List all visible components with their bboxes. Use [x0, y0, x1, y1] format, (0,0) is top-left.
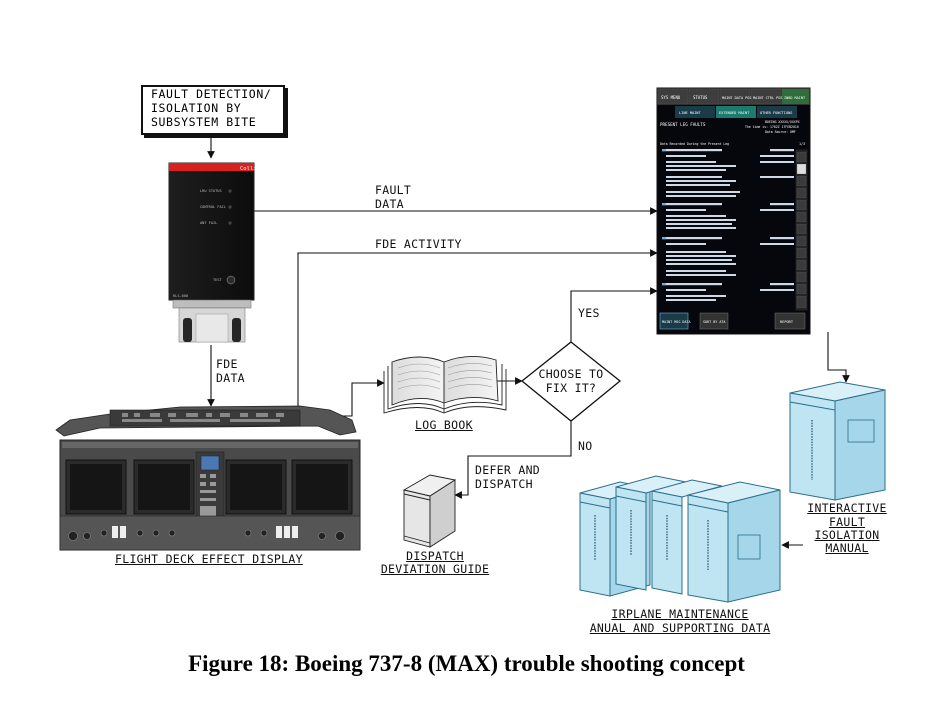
flight-deck-label: FLIGHT DECK EFFECT DISPLAY — [115, 552, 303, 566]
dispatch-arrow-label: DISPATCH — [475, 477, 533, 491]
lru-unit: Collins LRU STATUS CONTROL FAIL ANT FAIL… — [168, 162, 263, 343]
maintenance-manuals-icon — [579, 475, 781, 603]
amm-line-1: IRPLANE MAINTENANCE — [611, 607, 749, 621]
fde-activity-label: FDE ACTIVITY — [375, 237, 462, 251]
svg-text:SORT BY ATA: SORT BY ATA — [703, 320, 725, 324]
fim-manual-icon — [789, 381, 886, 501]
fde-label: FDE — [216, 357, 238, 371]
subtab-line-maint[interactable] — [675, 106, 715, 118]
tab-maint-data[interactable] — [719, 88, 751, 105]
fdi-line-3: SUBSYSTEM BITE — [151, 115, 257, 129]
svg-text:STATUS: STATUS — [693, 95, 708, 100]
defer-label: DEFER AND — [475, 463, 541, 477]
tab-inbd-maint[interactable] — [781, 88, 810, 105]
fdi-line-1: FAULT DETECTION/ — [151, 87, 272, 101]
svg-text:SYS MENU: SYS MENU — [661, 95, 681, 100]
arrow-to-logbook — [340, 379, 385, 417]
arrow-fde-activity — [297, 249, 658, 410]
arrow-yes — [570, 287, 658, 342]
no-label: NO — [578, 439, 593, 453]
decision-line-1: CHOOSE TO — [538, 367, 604, 381]
report-button[interactable] — [774, 312, 806, 330]
flight-deck-displays — [65, 459, 353, 515]
maint-msg-data-button[interactable] — [659, 312, 689, 330]
fim-line-4: MANUAL — [825, 541, 869, 555]
decision-line-2: FIX IT? — [545, 381, 597, 395]
svg-text:Data Source: OMF: Data Source: OMF — [765, 130, 796, 134]
svg-text:BOEING XXXXX/XXXPX: BOEING XXXXX/XXXPX — [765, 120, 800, 124]
ddg-line-2: DEVIATION GUIDE — [380, 562, 490, 576]
arrow-screen-to-fim — [827, 332, 850, 383]
lru-item-2: CONTROL FAIL — [200, 205, 226, 209]
svg-text:OTHER FUNCTIONS: OTHER FUNCTIONS — [760, 111, 792, 115]
tab-sys-menu[interactable] — [657, 88, 689, 105]
lru-brand: Collins — [240, 166, 263, 172]
tab-status[interactable] — [688, 88, 720, 105]
fault-label: FAULT — [375, 183, 412, 197]
lru-item-3: ANT FAIL — [200, 221, 217, 225]
svg-text:Data Recorded During the Prese: Data Recorded During the Present Leg — [660, 142, 729, 146]
sort-by-ata-button[interactable] — [699, 312, 729, 330]
subtab-extended-maint[interactable] — [716, 106, 756, 118]
lru-red-band — [169, 163, 254, 171]
binder-icon — [402, 474, 457, 548]
svg-text:1/3: 1/3 — [799, 142, 805, 146]
tab-maint-ctrl[interactable] — [750, 88, 782, 105]
arrow-no — [454, 421, 572, 499]
decision-diamond — [520, 341, 622, 422]
svg-text:EXTENDED MAINT: EXTENDED MAINT — [719, 111, 750, 115]
fde-data-label: DATA — [216, 371, 245, 385]
svg-text:INBD MAINT: INBD MAINT — [784, 96, 806, 100]
svg-text:The time is: 1702Z 17FEB2016: The time is: 1702Z 17FEB2016 — [745, 125, 799, 129]
lru-item-1: LRU STATUS — [200, 189, 222, 193]
log-book-icon — [383, 356, 507, 414]
log-book-label: LOG BOOK — [415, 418, 473, 432]
figure-caption: Figure 18: Boeing 737-8 (MAX) trouble sh… — [188, 651, 745, 676]
maintenance-screen: SYS MENU STATUS MAINT DATA PGS MAINT CTR… — [656, 87, 811, 335]
svg-text:LINE MAINT: LINE MAINT — [679, 111, 701, 115]
svg-text:MAINT CTRL PGS: MAINT CTRL PGS — [753, 96, 783, 100]
fim-line-3: ISOLATION — [814, 528, 880, 542]
subtab-other-functions[interactable] — [757, 106, 797, 118]
fdi-line-2: ISOLATION BY — [151, 101, 242, 115]
svg-text:REPORT: REPORT — [780, 320, 794, 324]
lru-test-label: TEST — [213, 278, 222, 282]
connectors — [207, 133, 850, 549]
ddg-line-1: DISPATCH — [406, 549, 464, 563]
svg-text:MAINT MSG DATA: MAINT MSG DATA — [662, 320, 691, 324]
fim-line-1: INTERACTIVE — [807, 501, 887, 515]
lru-part: RLS-600 — [173, 294, 188, 298]
fault-data-label: DATA — [375, 197, 404, 211]
fim-line-2: FAULT — [828, 515, 866, 529]
fault-detection-box: FAULT DETECTION/ ISOLATION BY SUBSYSTEM … — [141, 85, 285, 135]
amm-line-2: ANUAL AND SUPPORTING DATA — [589, 621, 771, 635]
yes-label: YES — [578, 306, 600, 320]
flight-deck — [55, 405, 361, 551]
svg-text:MAINT DATA PGS: MAINT DATA PGS — [722, 96, 752, 100]
screen-title: PRESENT LEG FAULTS — [660, 122, 706, 127]
lru-test-button[interactable] — [226, 275, 236, 285]
